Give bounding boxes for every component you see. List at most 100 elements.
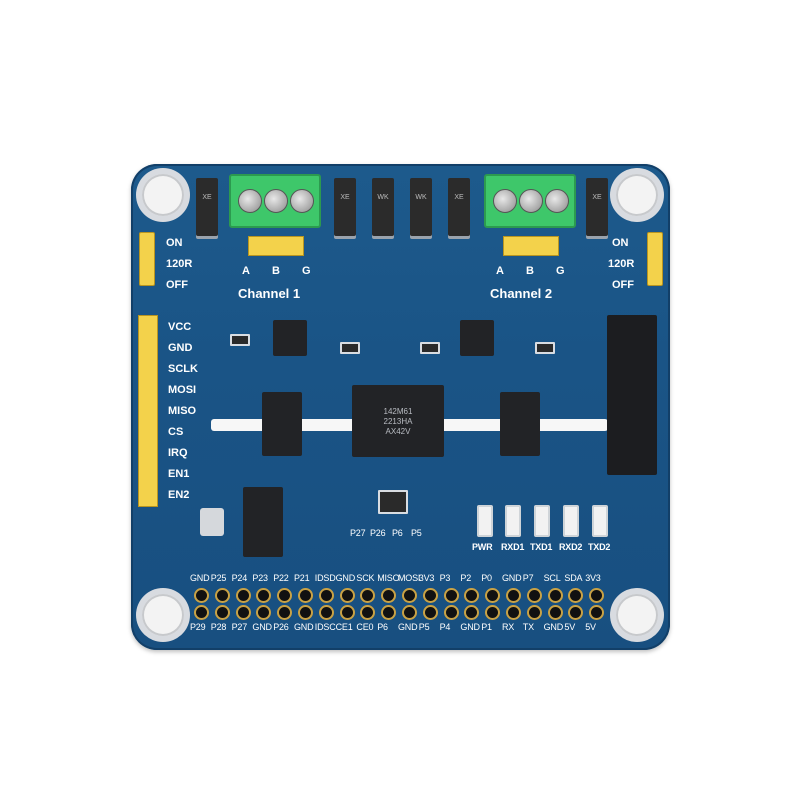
gpio-top-label: MISO [377,573,400,583]
gpio-pin[interactable] [528,590,540,601]
chip-marking-line2: 2213HA [383,417,413,426]
gpio-bottom-label: GND [460,622,480,632]
gpio-pin[interactable] [383,590,395,601]
label-p6: P6 [392,528,403,538]
gpio-bottom-label: TX [522,622,534,632]
gpio-bottom-label: CE0 [356,622,374,632]
label-p26: P26 [370,528,386,538]
smd-component [535,342,555,354]
channel2-terminal-a: A [496,265,504,277]
channel2-jumper-block[interactable] [503,236,559,256]
gpio-pin[interactable] [466,607,478,618]
gpio-bottom-label: P29 [190,622,206,632]
gpio-pin[interactable] [508,590,519,601]
gpio-pin[interactable] [383,607,395,618]
mounting-hole-top-left [142,174,184,216]
led-txd2-label: TXD2 [588,542,611,552]
gpio-pin[interactable] [445,607,457,618]
gpio-pin[interactable] [404,607,415,618]
gpio-pin[interactable] [591,607,603,618]
side-pin-irq: IRQ [168,447,188,459]
gpio-pin[interactable] [216,607,228,618]
gpio-bottom-label: GND [398,622,418,632]
termination-jumper-right[interactable] [647,232,663,286]
led-rxd2 [563,505,579,537]
gpio-pin[interactable] [216,590,228,601]
gpio-bottom-label: 5V [585,622,596,632]
gpio-pin[interactable] [570,590,582,601]
gpio-pin[interactable] [424,590,436,601]
crystal-oscillator [200,508,224,536]
gpio-pin[interactable] [362,590,374,601]
gpio-pin[interactable] [279,607,291,618]
gpio-top-label: P22 [273,573,289,583]
led-pwr [477,505,493,537]
gpio-pin[interactable] [300,590,311,601]
gpio-pin[interactable] [196,607,207,618]
gpio-top-label: P23 [252,573,268,583]
transceiver-ic-2 [460,320,494,356]
gpio-bottom-label: CE1 [335,622,353,632]
gpio-bottom-label: P5 [418,622,430,632]
mounting-hole-top-right [616,174,658,216]
gpio-pin[interactable] [570,607,582,618]
termination-jumper-left[interactable] [139,232,155,286]
transceiver-ic-1 [273,320,307,356]
gpio-pin[interactable] [300,607,311,618]
side-pin-header[interactable] [138,315,158,507]
screw-icon [493,189,517,213]
gpio-top-label: GND [335,573,356,583]
channel1-terminal-block[interactable] [229,174,321,228]
gpio-bottom-label: GND [252,622,272,632]
screw-icon [519,189,543,213]
gpio-pin[interactable] [258,590,270,601]
gpio-pin[interactable] [487,590,499,601]
channel2-terminal-b: B [526,265,534,277]
gpio-pin[interactable] [424,607,436,618]
gpio-top-label: GND [502,573,522,583]
side-pin-en1: EN1 [168,468,190,480]
logic-ic [243,487,283,557]
gpio-pin[interactable] [196,590,207,601]
channel2-terminal-block[interactable] [484,174,576,228]
led-txd1-label: TXD1 [530,542,553,552]
gpio-pin[interactable] [362,607,374,618]
tvs-diode: WK [372,178,394,236]
gpio-pin[interactable] [445,590,457,601]
gpio-pin[interactable] [320,607,332,618]
gpio-bottom-label: P27 [231,622,248,632]
gpio-pin[interactable] [258,607,270,618]
gpio-bottom-label: GND [294,622,314,632]
gpio-pin[interactable] [487,607,499,618]
screw-icon [264,189,288,213]
mounting-hole-bottom-left [142,594,184,636]
gpio-top-label: P0 [481,573,492,583]
gpio-pin[interactable] [466,590,478,601]
gpio-pin[interactable] [549,607,561,618]
side-pin-mosi: MOSI [168,384,197,396]
gpio-pin[interactable] [279,590,291,601]
gpio-pin[interactable] [591,590,603,601]
gpio-pin[interactable] [528,607,540,618]
side-pin-en2: EN2 [168,489,190,501]
channel1-terminal-b: B [272,265,280,277]
gpio-pin[interactable] [237,607,249,618]
smd-component [230,334,250,346]
gpio-bottom-label: RX [502,622,515,632]
side-pin-miso: MISO [168,405,197,417]
chip-marking-line3: AX42V [385,427,411,436]
gpio-top-label: SCK [356,573,375,583]
jumper-left-on-label: ON [166,237,183,249]
channel1-jumper-block[interactable] [248,236,304,256]
gpio-pin[interactable] [237,590,249,601]
jumper-right-120r-label: 120R [608,258,635,270]
smd-component [378,490,408,514]
led-rxd2-label: RXD2 [559,542,583,552]
gpio-pin[interactable] [341,590,353,601]
gpio-pin[interactable] [320,590,332,601]
isolator-ic-2 [500,392,540,456]
gpio-pin[interactable] [341,607,353,618]
gpio-pin[interactable] [508,607,519,618]
gpio-pin[interactable] [404,590,415,601]
gpio-pin[interactable] [549,590,561,601]
